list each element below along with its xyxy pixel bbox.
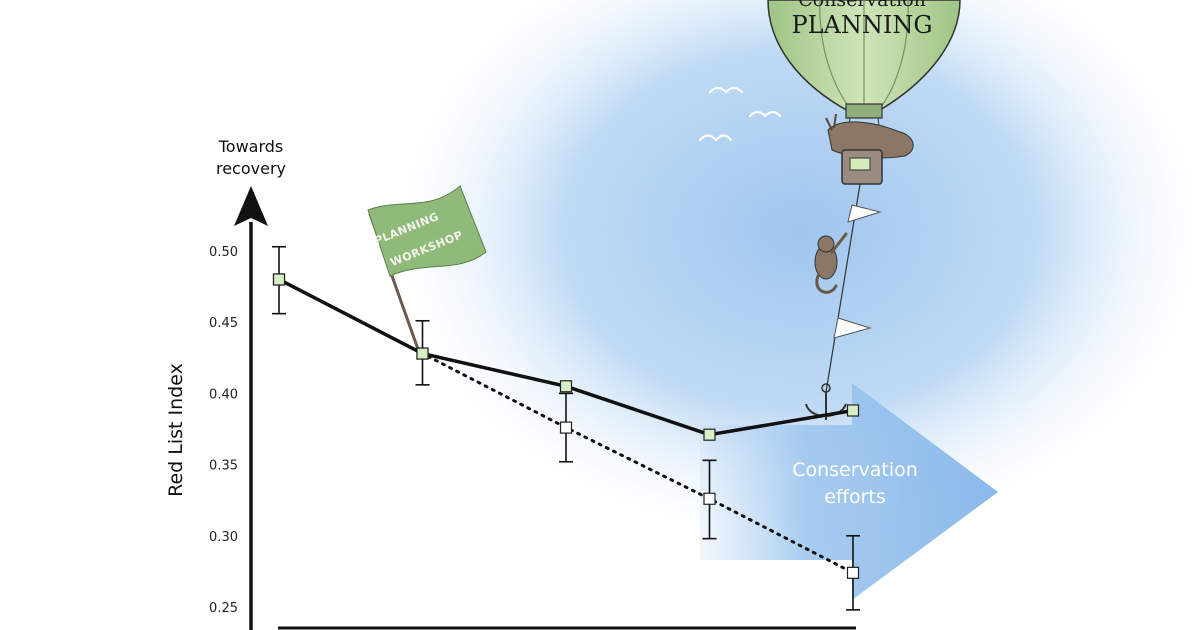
- y-tick-label: 0.35: [209, 459, 238, 474]
- data-point-solid: [272, 273, 286, 286]
- arrow-label-line1: Conservation: [792, 459, 918, 481]
- planning-workshop-flag-icon: [367, 185, 487, 353]
- y-tick-label: 0.25: [209, 601, 238, 616]
- up-arrow-label-line2: recovery: [216, 159, 286, 178]
- y-axis: [234, 186, 268, 630]
- hot-air-balloon-icon: [767, 0, 961, 185]
- y-tick-label: 0.30: [209, 530, 238, 545]
- data-point-dotted: [559, 421, 573, 434]
- data-point-dotted: [703, 492, 716, 505]
- birds-icon: [698, 86, 782, 142]
- rope-with-anchor-icon: [805, 183, 882, 420]
- arrow-label-line2: efforts: [824, 486, 886, 508]
- data-point-solid: [846, 404, 860, 417]
- data-point-solid: [416, 347, 429, 360]
- conservation-efforts-arrow: [700, 383, 998, 600]
- data-point-dotted: [846, 566, 860, 579]
- up-arrow-label-line1: Towards: [218, 137, 284, 156]
- y-tick-label: 0.40: [209, 387, 238, 402]
- y-tick-label: 0.45: [209, 316, 238, 331]
- y-tick-labels: 0.50 0.45 0.40 0.35 0.30 0.25: [209, 245, 238, 616]
- balloon-label-line1: Conservation: [798, 0, 926, 11]
- data-point-solid: [703, 428, 716, 441]
- up-arrow-icon: [234, 186, 268, 226]
- sky-cloud: [370, 0, 1200, 560]
- data-point-solid: [559, 380, 573, 393]
- series-layer: [272, 245, 860, 611]
- balloon-label-line2: PLANNING: [791, 11, 932, 39]
- y-axis-title: Red List Index: [165, 363, 187, 497]
- y-tick-label: 0.50: [209, 245, 238, 260]
